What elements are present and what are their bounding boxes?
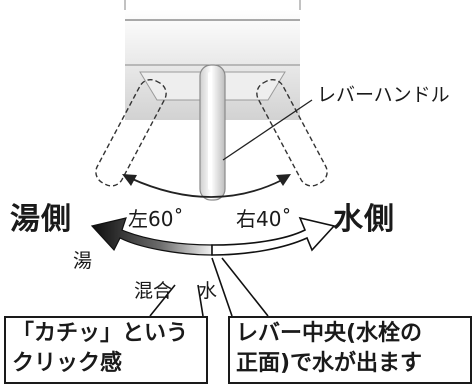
cold-side-label: 水側: [333, 202, 395, 237]
lever-handle-label: レバーハンドル: [317, 84, 450, 106]
lever-ghost-left: [95, 78, 167, 187]
mixed-label: 混合: [134, 280, 173, 302]
hot-side-label: 湯側: [10, 202, 72, 237]
lever-ghost-right: [256, 78, 328, 187]
lever-handle-leader: [222, 99, 313, 161]
cold-arrow: [211, 216, 336, 256]
water-label: 水: [198, 280, 218, 302]
center-water-callout: レバー中央(水栓の 正面)で水が出ます: [228, 316, 472, 384]
click-feel-line-2: クリック感: [12, 351, 123, 376]
click-feel-line-1: 「カチッ」という: [12, 321, 189, 346]
hot-label: 湯: [73, 250, 93, 272]
lever-stem: [199, 64, 226, 201]
left-angle-label: 左60˚: [128, 207, 184, 231]
swing-arc: [122, 174, 291, 198]
center-water-line-1: レバー中央(水栓の: [236, 321, 423, 346]
right-angle-label: 右40˚: [236, 207, 292, 231]
center-water-line-2: 正面)で水が出ます: [236, 351, 423, 376]
callout-leaders: [149, 257, 269, 317]
click-feel-callout: 「カチッ」という クリック感: [4, 316, 208, 384]
hot-arrow: [90, 217, 213, 256]
